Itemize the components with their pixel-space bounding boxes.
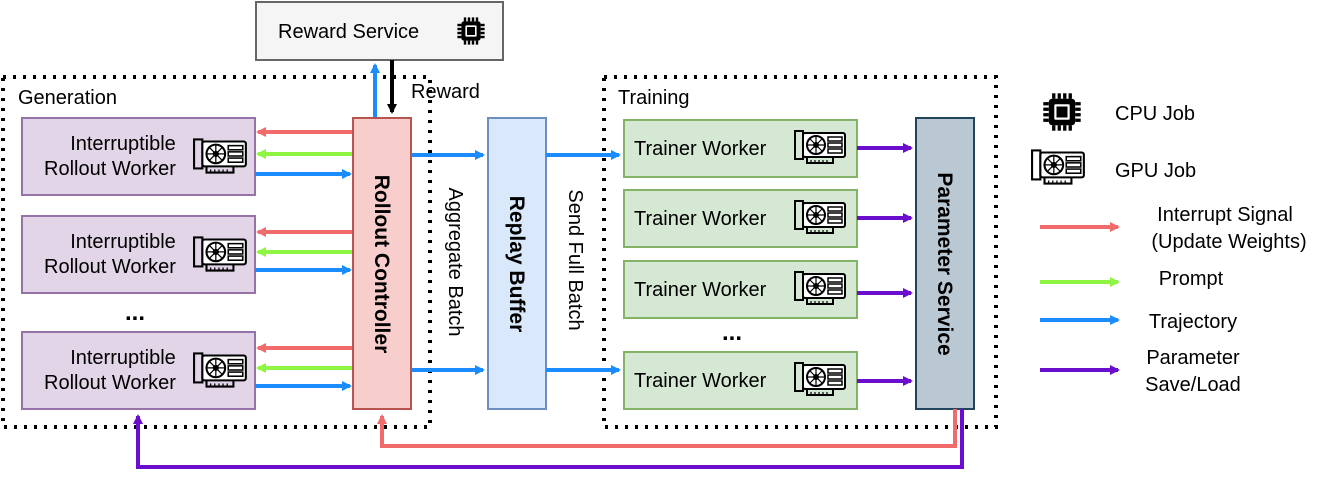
generation-ellipsis: ...: [125, 299, 145, 326]
reward-label: Reward: [411, 81, 480, 103]
rollout-worker-line2: Rollout Worker: [44, 158, 176, 180]
send-full-batch-label: Send Full Batch: [564, 189, 586, 330]
legend-interrupt-line1: Interrupt Signal: [1157, 204, 1293, 226]
legend-parameter-line2: Save/Load: [1145, 374, 1241, 396]
rollout-worker-line2: Rollout Worker: [44, 372, 176, 394]
trainer-worker: Trainer Worker: [623, 260, 858, 319]
rollout-controller-box: [352, 117, 412, 410]
trainer-worker-label: Trainer Worker: [634, 370, 767, 392]
rollout-worker: Interruptible Rollout Worker: [21, 331, 256, 410]
replay-buffer-label: Replay Buffer: [505, 196, 528, 333]
trainer-worker: Trainer Worker: [623, 351, 858, 410]
legend: CPU Job GPU Job Interrupt Signal (Update…: [1031, 93, 1307, 396]
rollout-worker-line1: Interruptible: [70, 347, 176, 369]
trainer-worker-label: Trainer Worker: [634, 208, 767, 230]
rollout-worker-line1: Interruptible: [70, 133, 176, 155]
parameter-load-arrow: [133, 409, 964, 469]
rollout-worker: Interruptible Rollout Worker: [21, 117, 256, 196]
replay-buffer-box: [487, 117, 547, 410]
legend-prompt-label: Prompt: [1159, 268, 1224, 290]
parameter-service-label: Parameter Service: [933, 172, 956, 355]
legend-gpu-label: GPU Job: [1115, 160, 1196, 182]
parameter-service-box: [915, 117, 975, 410]
generation-title: Generation: [18, 87, 117, 109]
parameter-arrows: [857, 143, 913, 386]
legend-parameter-line1: Parameter: [1146, 347, 1240, 369]
trainer-worker: Trainer Worker: [623, 189, 858, 248]
rollout-worker: Interruptible Rollout Worker: [21, 215, 256, 294]
reward-service-label: Reward Service: [278, 21, 419, 43]
trainer-worker-label: Trainer Worker: [634, 279, 767, 301]
worker-controller-arrows: [255, 127, 353, 391]
gpu-card-icon: [1031, 149, 1085, 185]
trainer-worker: Trainer Worker: [623, 119, 858, 178]
interrupt-feedback-arrow: [377, 409, 957, 448]
legend-cpu-label: CPU Job: [1115, 103, 1195, 125]
training-ellipsis: ...: [722, 319, 742, 346]
aggregate-batch-label: Aggregate Batch: [444, 188, 466, 337]
cpu-chip-icon: [1043, 93, 1081, 131]
generation-group: [1, 75, 432, 429]
legend-trajectory-label: Trajectory: [1149, 311, 1237, 333]
training-title: Training: [618, 87, 690, 109]
rollout-controller-label: Rollout Controller: [370, 175, 393, 353]
rollout-worker-line2: Rollout Worker: [44, 256, 176, 278]
legend-interrupt-line2: (Update Weights): [1151, 231, 1306, 253]
trainer-worker-label: Trainer Worker: [634, 138, 767, 160]
rollout-worker-line1: Interruptible: [70, 231, 176, 253]
